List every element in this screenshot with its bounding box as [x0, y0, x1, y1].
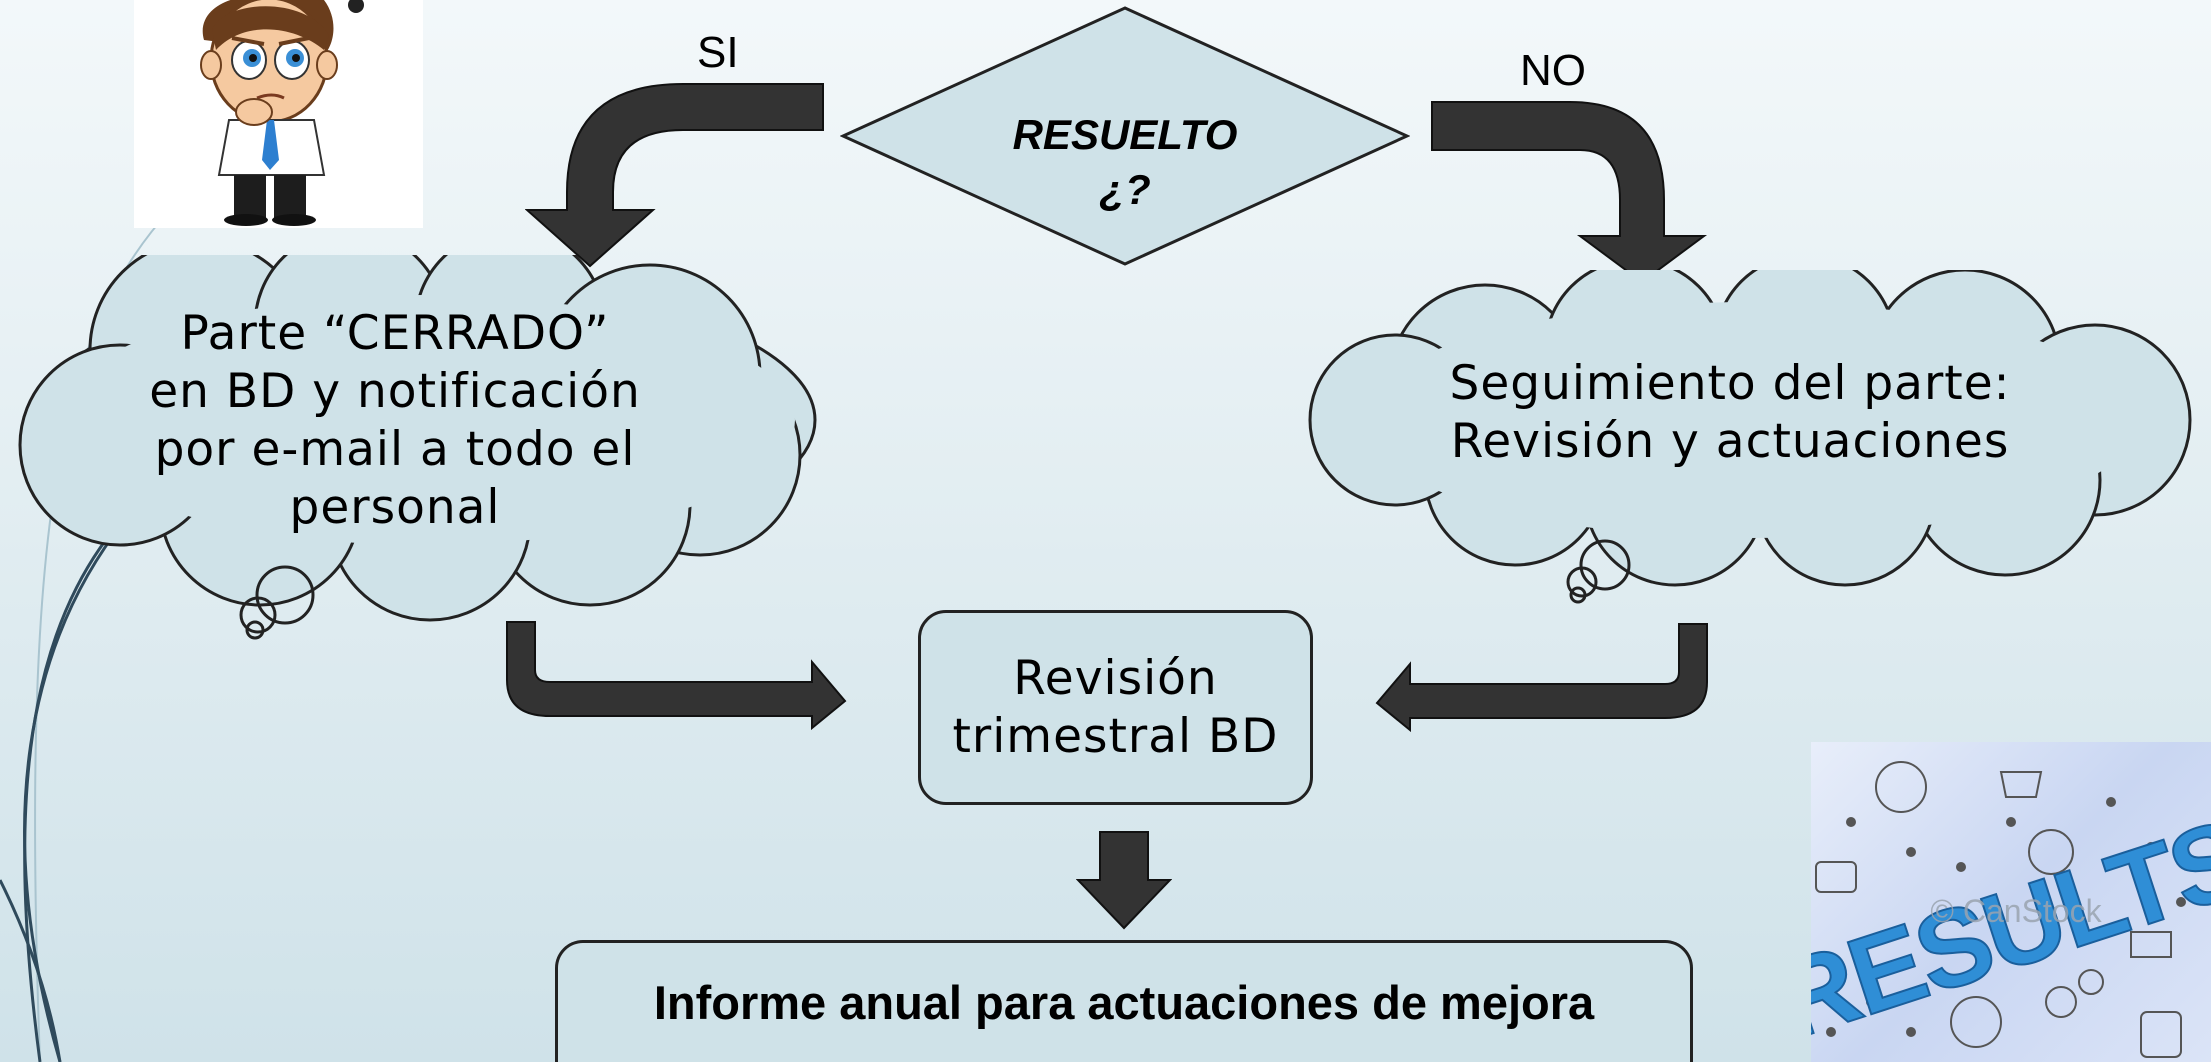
arrow-right-to-review	[1375, 623, 1708, 732]
cloud-left-line-1: Parte “CERRADO”	[180, 306, 610, 361]
cloud-left-shape	[18, 255, 817, 640]
cloud-right-text: Seguimiento del parte: Revisión y actuac…	[1420, 355, 2040, 471]
cloud-left-line-2: en BD y notificación	[149, 364, 641, 419]
results-watermark: © CanStock	[1930, 893, 2102, 929]
cloud-right-line-2: Revisión y actuaciones	[1450, 414, 2010, 469]
arrow-yes-curved	[525, 83, 824, 268]
annual-report-text: Informe anual para actuaciones de mejora	[653, 976, 1595, 1029]
annual-report-box: Informe anual para actuaciones de mejora	[555, 940, 1693, 1062]
decision-text: RESUELTO ¿?	[980, 108, 1270, 217]
review-line-1: Revisión	[1013, 650, 1218, 706]
cloud-right-line-1: Seguimiento del parte:	[1449, 356, 2011, 411]
branch-no-label: NO	[1520, 46, 1586, 95]
arrow-no-curved	[1431, 101, 1708, 284]
decision-line-2: ¿?	[1099, 165, 1151, 213]
cloud-right-shape	[1308, 270, 2192, 604]
arrow-left-to-review	[506, 621, 847, 730]
review-line-2: trimestral BD	[952, 708, 1279, 764]
thinking-man-image	[134, 0, 423, 228]
cloud-left-text: Parte “CERRADO” en BD y notificación por…	[130, 305, 660, 537]
results-image: RESULTS © CanStock	[1811, 742, 2211, 1062]
cloud-left-line-4: personal	[289, 480, 501, 535]
branch-yes-label: SI	[697, 28, 739, 77]
results-text: RESULTS	[1811, 796, 2211, 1062]
arrow-down-to-report	[1076, 831, 1172, 930]
cloud-left-line-3: por e-mail a todo el	[154, 422, 636, 477]
decision-line-1: RESUELTO	[1012, 111, 1238, 158]
decision-diamond	[840, 6, 1410, 266]
review-box: Revisión trimestral BD	[918, 610, 1313, 805]
